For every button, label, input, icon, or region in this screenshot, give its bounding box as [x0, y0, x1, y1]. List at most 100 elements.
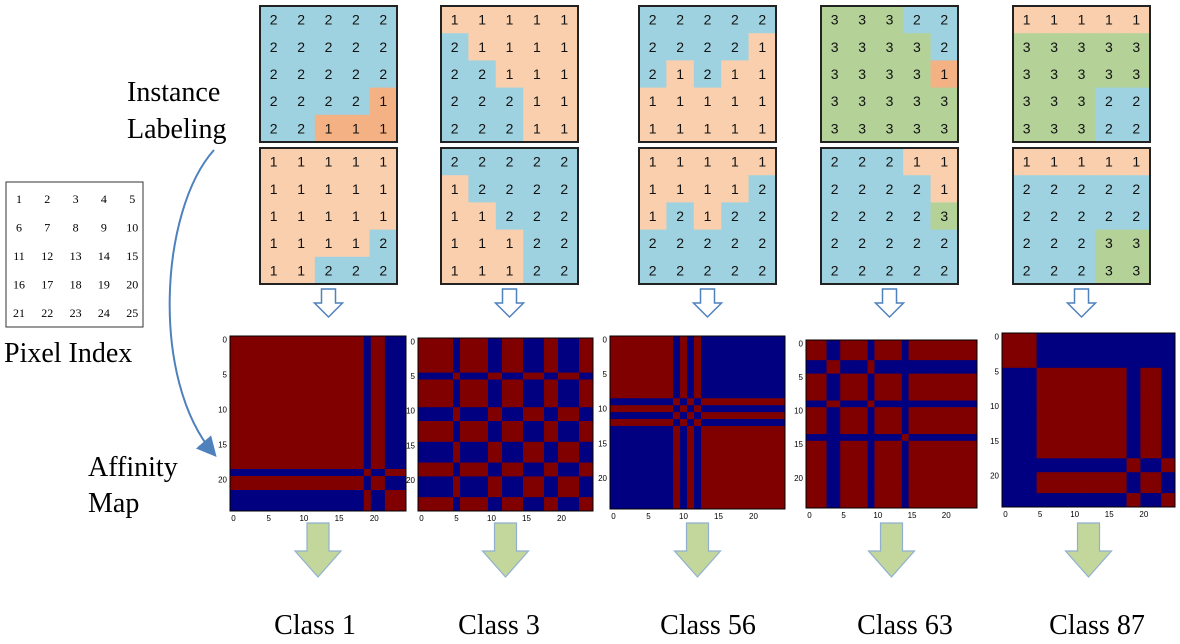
affinity-cell [537, 365, 545, 373]
label-cell [287, 114, 316, 143]
affinity-cell [307, 462, 315, 470]
affinity-cell [1154, 395, 1162, 403]
affinity-cell [750, 488, 758, 496]
affinity-cell [638, 370, 646, 378]
label-cell [314, 87, 343, 116]
affinity-cell [293, 371, 301, 379]
affinity-cell [853, 340, 862, 348]
affinity-cell [1043, 360, 1051, 369]
affinity-cell [509, 497, 517, 505]
affinity-cell [439, 358, 447, 367]
affinity-cell [743, 363, 751, 371]
affinity-cell [722, 398, 730, 406]
affinity-cell [1029, 374, 1037, 383]
affinity-cell [544, 421, 552, 429]
affinity-cell [307, 406, 315, 414]
label-cell [848, 175, 877, 203]
affinity-cell [516, 351, 524, 360]
affinity-cell [915, 494, 923, 502]
label-cell-value: 2 [858, 262, 866, 278]
label-grid-frame [1012, 5, 1151, 143]
affinity-cell [617, 495, 625, 503]
affinity-cell [666, 488, 674, 496]
affinity-cell [617, 384, 625, 392]
affinity-cell [1043, 339, 1051, 348]
affinity-cell [894, 360, 903, 368]
affinity-cell [888, 353, 896, 361]
affinity-cell [1064, 416, 1072, 424]
label-cell-value: 1 [451, 12, 459, 28]
pixel-index-cell: 6 [16, 221, 22, 235]
label-cell-value: 3 [831, 39, 839, 55]
label-cell [930, 202, 959, 231]
affinity-cell [272, 434, 280, 442]
affinity-cell [1140, 465, 1148, 473]
affinity-cell [321, 357, 329, 365]
affinity-cell [544, 462, 552, 470]
label-cell-value: 2 [886, 154, 894, 170]
label-cell [930, 256, 959, 285]
affinity-cell [610, 453, 618, 461]
label-cell-value: 1 [533, 66, 541, 82]
affinity-cell [418, 441, 426, 450]
affinity-cell [391, 490, 400, 498]
label-cell [550, 6, 579, 34]
affinity-cell [307, 448, 315, 456]
affinity-cell [481, 351, 489, 360]
affinity-cell [1008, 500, 1017, 508]
affinity-cell [922, 487, 930, 495]
affinity-cell [956, 440, 964, 448]
affinity-cell [915, 467, 923, 475]
affinity-cell [377, 399, 386, 407]
affinity-cell [860, 434, 868, 442]
affinity-cell [370, 469, 379, 477]
affinity-cell [1022, 388, 1031, 397]
affinity-cell [638, 446, 646, 455]
affinity-cell [439, 407, 447, 415]
affinity-cell [265, 392, 273, 400]
affinity-cell [1085, 367, 1093, 376]
affinity-cell [237, 455, 245, 463]
affinity-cell [874, 434, 882, 442]
affinity-cell [237, 427, 245, 435]
affinity-cell [812, 407, 821, 415]
affinity-cell [279, 378, 287, 386]
label-cell-value: 3 [831, 66, 839, 82]
label-cell-value: 1 [506, 39, 514, 55]
affinity-cell [652, 460, 660, 468]
affinity-cell [1022, 437, 1031, 445]
affinity-cell [230, 385, 238, 393]
affinity-cell [391, 469, 400, 477]
affinity-cell [279, 469, 287, 477]
label-cell-value: 2 [676, 39, 684, 55]
label-cell [369, 114, 398, 143]
affinity-cell [258, 455, 266, 463]
affinity-cell [586, 448, 594, 457]
label-cell-value: 2 [1023, 181, 1031, 197]
affinity-cell [488, 427, 496, 436]
affinity-cell [279, 413, 287, 421]
affinity-cell [1140, 444, 1148, 452]
affinity-cell [272, 357, 280, 365]
affinity-cell [743, 425, 751, 434]
affinity-cell [1085, 374, 1093, 383]
affinity-cell [881, 501, 889, 509]
affinity-cell [1071, 339, 1079, 348]
affinity-cell [701, 502, 709, 510]
affinity-cell [286, 364, 294, 372]
affinity-cell [1168, 479, 1176, 487]
affinity-cell [481, 414, 489, 422]
affinity-cell [956, 366, 964, 374]
label-cell [848, 256, 877, 285]
affinity-cell [652, 453, 660, 461]
affinity-cell [474, 400, 482, 408]
affinity-cell [771, 363, 779, 371]
affinity-cell [708, 370, 716, 378]
affinity-cell [439, 338, 447, 346]
affinity-cell [279, 399, 287, 407]
affinity-cell [638, 349, 646, 358]
affinity-cell [265, 357, 273, 365]
affinity-cell [694, 502, 702, 510]
label-cell-value: 2 [451, 120, 459, 136]
